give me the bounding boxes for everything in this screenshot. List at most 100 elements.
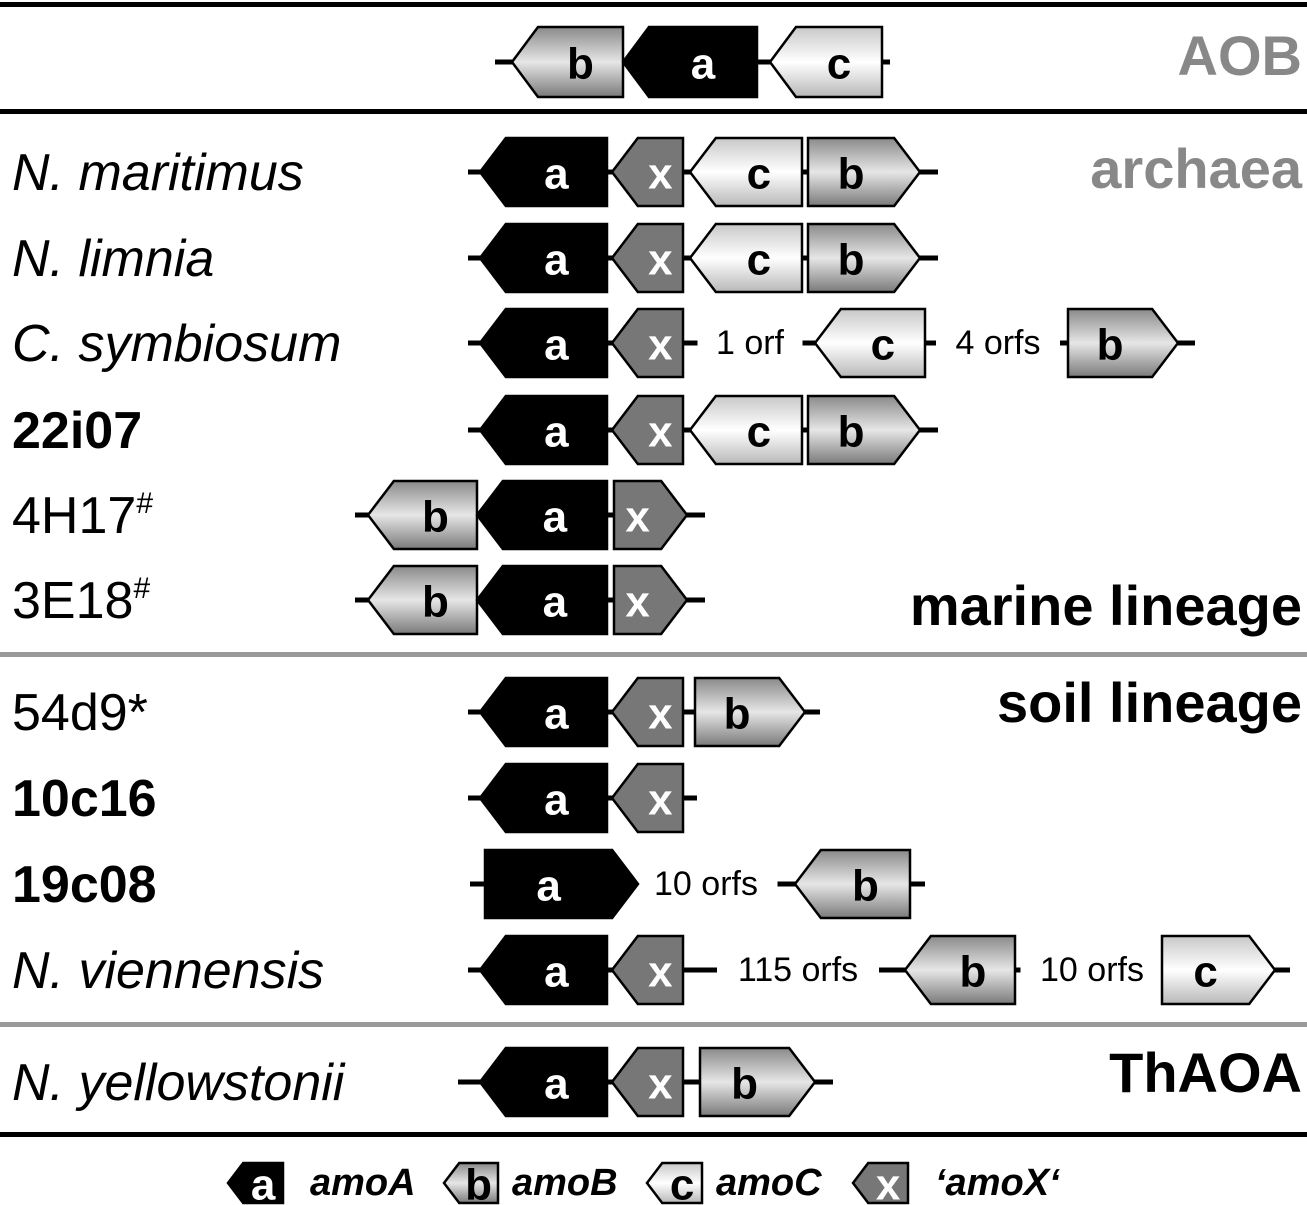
gene-arrow-amoX [610,762,685,834]
gene-amoA: a [621,25,759,99]
gene-arrow-amoA [478,676,609,748]
gene-amoC: c [645,1161,704,1205]
aob-divider [0,109,1307,114]
gene-arrow-amoX [612,479,689,551]
organism-name: 4H17# [12,487,153,545]
legend-label: amoB [512,1162,618,1204]
gene-label: c [827,40,851,89]
gene-amoA: a [478,676,609,748]
organism-name: C. symbiosum [12,315,341,373]
organism-name: N. yellowstonii [12,1054,346,1112]
gene-arrow-amoX [610,676,685,748]
gene-amoA: a [478,1046,609,1118]
gene-label: b [1097,321,1124,370]
gene-label: a [251,1161,276,1205]
intervening-orfs-label: 115 orfs [738,951,858,989]
organism-name: N. maritimus [12,144,304,202]
gene-amoX: x [610,1046,685,1118]
gene-arrow-amoX [612,564,689,636]
gene-amoB: b [442,1161,500,1205]
gene-label: x [648,690,673,739]
gene-arrow-amoX [610,136,685,208]
gene-amoC: c [768,25,884,99]
gene-arrow-amoA [621,25,759,99]
footnote-mark: # [136,487,153,520]
gene-arrow-amoB [806,394,922,466]
gene-amoB: b [806,394,922,466]
gene-label: x [648,948,673,997]
organism-name: 3E18# [12,572,150,630]
gene-amoB: b [510,25,625,99]
gene-label: x [625,578,650,627]
gene-amoX: x [610,136,685,208]
gene-label: a [544,321,569,370]
gene-label: x [625,493,650,542]
gene-amoX: x [851,1161,910,1205]
gene-arrow-amoA [478,394,609,466]
organism-name: N. viennensis [12,942,324,1000]
gene-amoA: a [478,307,609,379]
gene-label: x [648,408,673,457]
gene-amoB: b [693,676,807,748]
gene-arrow-amoA [483,848,640,920]
gene-amoC: c [688,394,804,466]
gene-label: a [544,690,569,739]
intervening-orfs-label: 10 orfs [654,865,758,903]
gene-arrow-amoC [688,222,804,294]
gene-label: a [544,408,569,457]
organism-name: 54d9* [12,684,148,742]
gene-arrow-amoB [698,1046,817,1118]
gene-label: b [422,493,449,542]
gene-amoC: c [813,307,927,379]
gene-amoX: x [610,762,685,834]
gene-label: b [838,408,865,457]
gene-amoX: x [612,564,689,636]
gene-arrow-amoC [688,136,804,208]
gene-label: x [648,1060,673,1109]
gene-cluster-row: 3E18# b a x [12,564,705,636]
gene-arrow-amoC [1160,934,1277,1006]
intervening-orfs-label: 4 orfs [955,324,1040,362]
gene-arrow-amoB [793,848,912,920]
gene-amoC: c [1160,934,1277,1006]
gene-arrow-amoC [645,1161,704,1205]
gene-amoC: c [688,222,804,294]
gene-cluster-row: 4H17# b a x [12,479,705,551]
gene-label: c [747,408,771,457]
gene-label: x [876,1161,901,1205]
top-rule [0,2,1307,7]
gene-arrow-amoB [903,934,1017,1006]
gene-arrow-amoB [806,136,922,208]
gene-label: a [543,578,568,627]
gene-label: c [747,150,771,199]
organism-name: 10c16 [12,770,157,828]
gene-amoX: x [610,307,685,379]
gene-amoX: x [610,222,685,294]
organism-name: N. limnia [12,230,214,288]
gene-amoB: b [366,564,479,636]
gene-amoA: a [478,762,609,834]
gene-label: b [465,1161,492,1205]
gene-label: a [543,493,568,542]
gene-amoA: a [478,222,609,294]
gene-arrow-amoX [610,394,685,466]
gene-label: a [544,236,569,285]
gene-amoA: a [475,564,609,636]
gene-arrow-amoA [478,136,609,208]
gene-amoA: a [478,394,609,466]
gene-label: x [648,321,673,370]
gene-arrow-amoA [478,1046,609,1118]
gene-label: c [670,1161,694,1205]
gene-label: a [544,1060,569,1109]
gene-arrow-amoX [610,934,685,1006]
